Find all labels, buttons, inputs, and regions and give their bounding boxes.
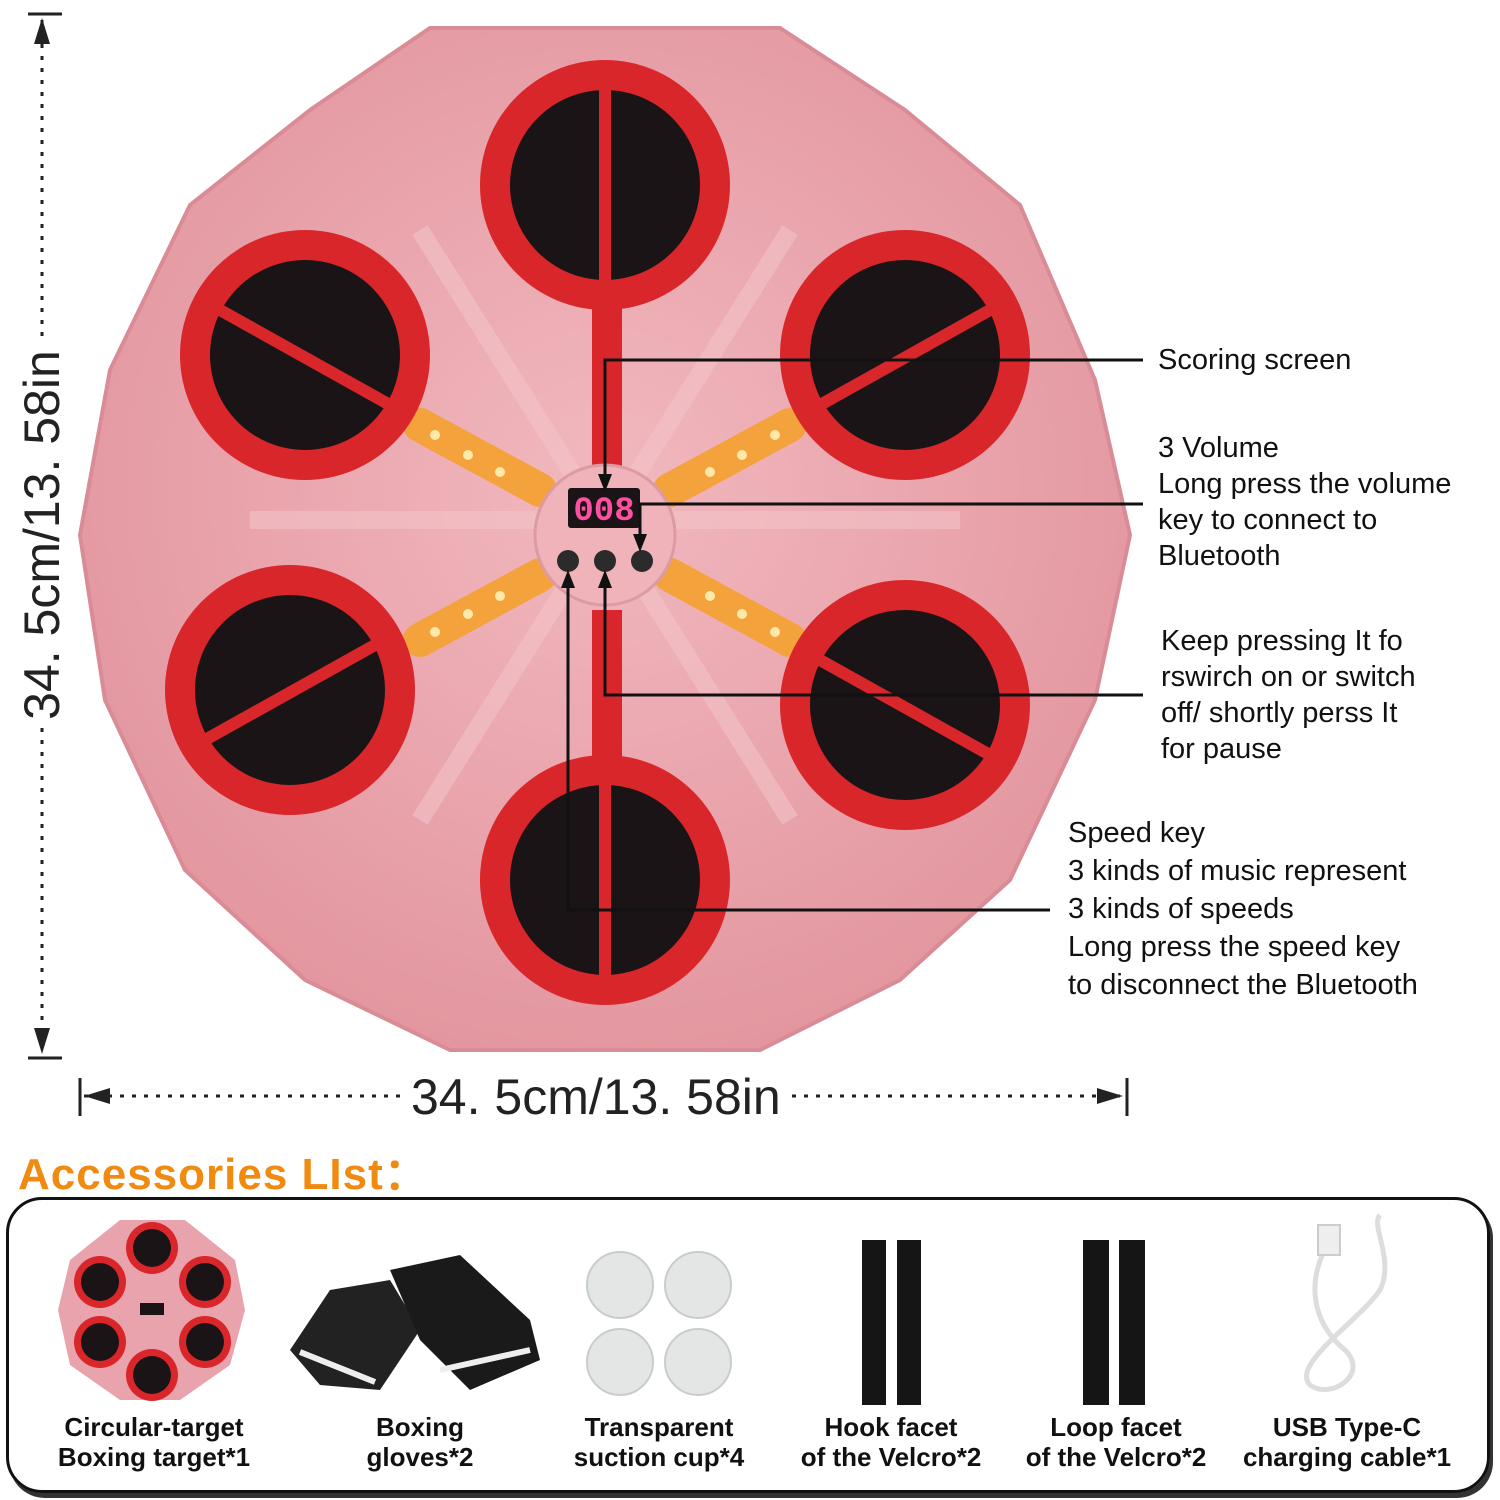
- usb-cable-thumbnail: [1304, 1213, 1388, 1392]
- velcro-hook-thumbnail: [862, 1240, 921, 1405]
- target-pads: [165, 60, 1030, 1005]
- boxing-target-thumbnail: [58, 1220, 245, 1401]
- target-pad-upper-right: [780, 230, 1030, 480]
- power-key[interactable]: [594, 550, 616, 572]
- light-strips: [403, 408, 807, 657]
- target-pad-upper-left: [180, 230, 430, 480]
- width-dimension-label: 34. 5cm/13. 58in: [405, 1068, 787, 1126]
- target-pad-top: [480, 60, 730, 310]
- accessory-images: [58, 1213, 1388, 1405]
- accessories-title: Accessories LIst：: [18, 1150, 429, 1199]
- suction-cups-thumbnail: [586, 1251, 732, 1396]
- scoring-screen: [568, 488, 640, 528]
- speed-key[interactable]: [557, 550, 579, 572]
- score-digits: 008: [573, 493, 634, 531]
- target-pad-lower-right: [780, 580, 1030, 830]
- boxing-machine-illustration: 008: [28, 12, 1143, 1116]
- height-dimension-label: 34. 5cm/13. 58in: [13, 344, 71, 726]
- target-pad-lower-left: [165, 565, 415, 815]
- boxing-gloves-thumbnail: [290, 1255, 540, 1390]
- callout-lines: [566, 358, 1143, 912]
- callout-scoring-screen: Scoring screen: [1158, 344, 1352, 376]
- accessories-panel: [6, 1197, 1490, 1493]
- target-pad-bottom: [480, 755, 730, 1005]
- volume-key[interactable]: [631, 550, 653, 572]
- velcro-loop-thumbnail: [1083, 1240, 1145, 1405]
